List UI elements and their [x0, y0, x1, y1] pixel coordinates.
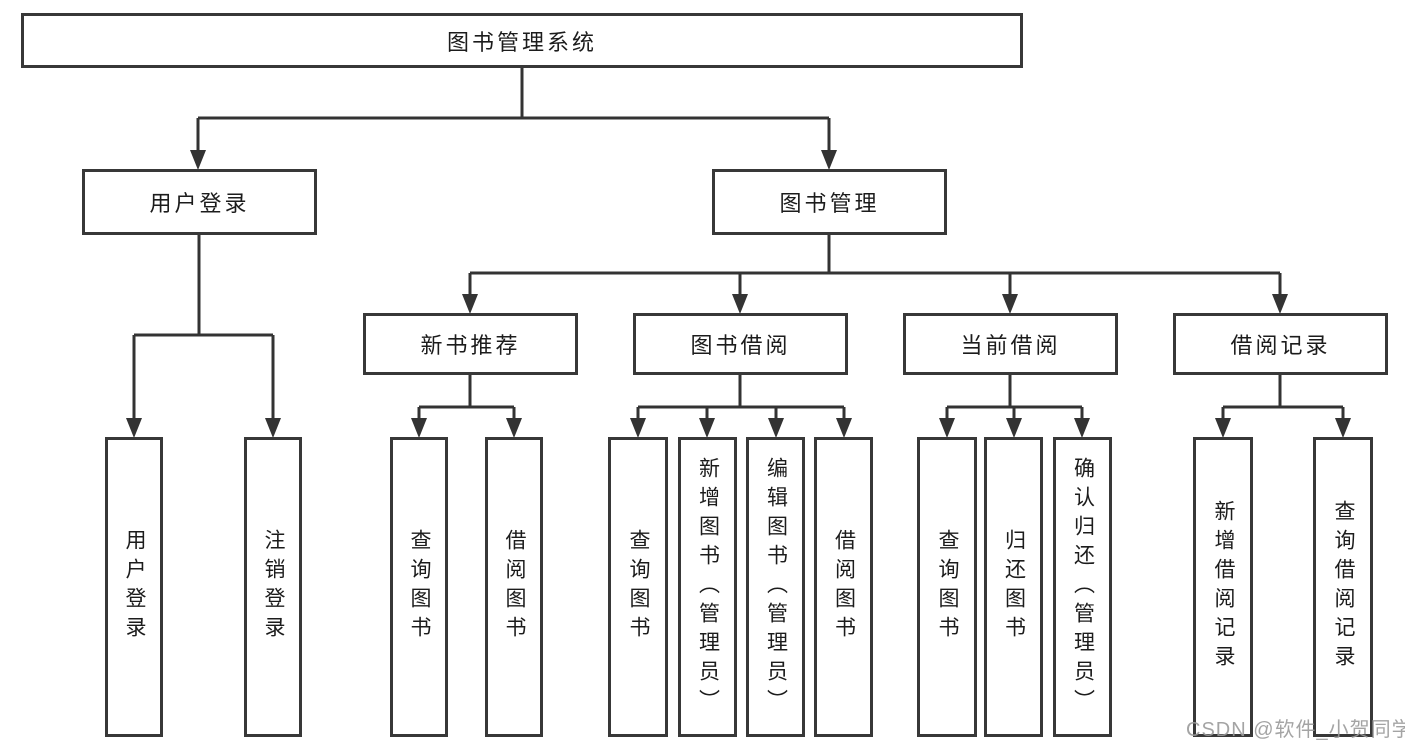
leaf-borrow-edit-books-admin: 编辑图书（管理员） [746, 437, 805, 737]
node-new-book-recommend: 新书推荐 [363, 313, 578, 375]
node-user-login: 用户登录 [82, 169, 317, 235]
leaf-user-login: 用户登录 [105, 437, 163, 737]
leaf-logout: 注销登录 [244, 437, 302, 737]
node-book-management: 图书管理 [712, 169, 947, 235]
node-root-system: 图书管理系统 [21, 13, 1023, 68]
node-current-borrow: 当前借阅 [903, 313, 1118, 375]
arrowheads [126, 150, 1351, 438]
leaf-newbooks-query-books: 查询图书 [390, 437, 448, 737]
leaf-borrow-add-books-admin: 新增图书（管理员） [678, 437, 737, 737]
csdn-watermark: CSDN @软件_小贺同学 [1186, 719, 1405, 741]
leaf-current-query-books: 查询图书 [917, 437, 977, 737]
leaf-borrow-query-books: 查询图书 [608, 437, 668, 737]
leaf-newbooks-borrow-books: 借阅图书 [485, 437, 543, 737]
leaf-records-query-record: 查询借阅记录 [1313, 437, 1373, 737]
leaf-current-return-books: 归还图书 [984, 437, 1043, 737]
node-book-borrow: 图书借阅 [633, 313, 848, 375]
leaf-records-add-record: 新增借阅记录 [1193, 437, 1253, 737]
node-borrow-records: 借阅记录 [1173, 313, 1388, 375]
leaf-borrow-borrow-books: 借阅图书 [814, 437, 873, 737]
leaf-current-confirm-return-admin: 确认归还（管理员） [1053, 437, 1112, 737]
